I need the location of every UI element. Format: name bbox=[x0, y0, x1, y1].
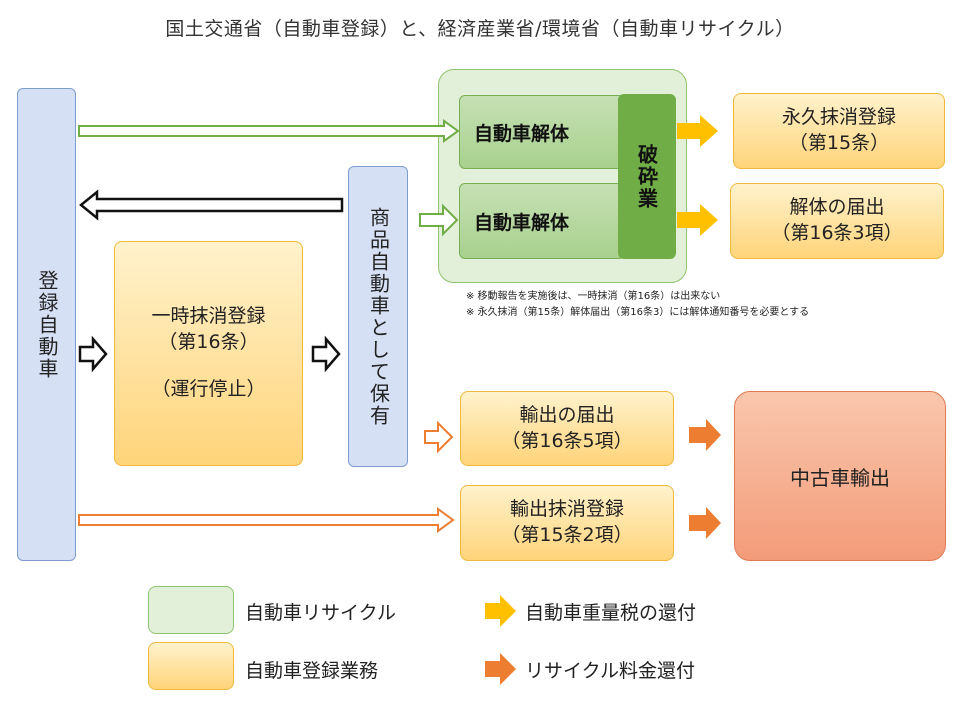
arrow-to-temp-dereg bbox=[78, 335, 108, 373]
recycle-refund-arrow-2 bbox=[689, 507, 721, 539]
legend-orange-arrow bbox=[485, 653, 516, 685]
dismantle-box-2: 自動車解体 bbox=[459, 183, 625, 259]
commodity-vehicle-box: 商品自動車として保有 bbox=[348, 166, 408, 467]
dismantle-notice-line1: 解体の届出 bbox=[789, 196, 885, 219]
export-dereg-box: 輸出抹消登録 （第15条2項） bbox=[460, 485, 674, 561]
temp-dereg-line3: （運行停止） bbox=[151, 378, 266, 401]
diagram-title: 国土交通省（自動車登録）と、経済産業省/環境省（自動車リサイクル） bbox=[165, 18, 795, 40]
perm-dereg-line2: （第15条） bbox=[788, 132, 890, 154]
legend-registration-swatch bbox=[148, 642, 234, 690]
arrow-to-dismantle-2 bbox=[419, 203, 459, 237]
export-notice-line1: 輸出の届出 bbox=[519, 403, 615, 426]
legend-registration-label: 自動車登録業務 bbox=[245, 660, 379, 682]
arrow-to-commodity bbox=[311, 335, 341, 373]
legend-tax-refund-label: 自動車重量税の還付 bbox=[525, 602, 697, 624]
temp-dereg-box: 一時抹消登録 （第16条） （運行停止） bbox=[114, 241, 303, 466]
shredding-label: 破砕業 bbox=[634, 143, 659, 210]
dismantle-box-1: 自動車解体 bbox=[459, 95, 625, 169]
tax-refund-arrow-1 bbox=[677, 115, 718, 147]
dismantle-notice-line2: （第16条3項） bbox=[771, 222, 903, 244]
export-dereg-line1: 輸出抹消登録 bbox=[509, 498, 624, 521]
export-notice-line2: （第16条5項） bbox=[501, 429, 633, 452]
tax-refund-arrow-2 bbox=[677, 204, 718, 236]
legend-recycle-label: 自動車リサイクル bbox=[245, 602, 397, 624]
legend-yellow-arrow bbox=[485, 595, 516, 627]
registered-vehicle-label: 登録自動車 bbox=[35, 269, 59, 380]
dismantle-label-1: 自動車解体 bbox=[474, 122, 570, 145]
perm-dereg-line1: 永久抹消登録 bbox=[781, 106, 896, 129]
temp-dereg-line1: 一時抹消登録 bbox=[151, 305, 266, 328]
legend-recycle-refund-label: リサイクル料金還付 bbox=[525, 660, 696, 682]
shredding-box: 破砕業 bbox=[618, 94, 676, 259]
perm-dereg-box: 永久抹消登録 （第15条） bbox=[733, 93, 945, 169]
export-notice-box: 輸出の届出 （第16条5項） bbox=[460, 391, 674, 466]
export-dereg-line2: （第15条2項） bbox=[501, 524, 633, 546]
arrow-to-export-dereg bbox=[78, 507, 455, 533]
used-car-export-box: 中古車輸出 bbox=[734, 391, 946, 561]
temp-dereg-line2: （第16条） bbox=[158, 330, 259, 353]
legend-recycle-swatch bbox=[148, 586, 234, 634]
used-car-export-label: 中古車輸出 bbox=[790, 465, 890, 490]
arrow-back-to-registered bbox=[79, 189, 344, 221]
recycle-refund-arrow-1 bbox=[689, 419, 721, 451]
arrow-to-export-notice bbox=[424, 420, 454, 454]
note-1: ※ 移動報告を実施後は、一時抹消（第16条）は出来ない bbox=[466, 291, 721, 302]
arrow-to-dismantle-1 bbox=[78, 119, 460, 143]
note-2: ※ 永久抹消（第15条）解体届出（第16条3）には解体通知番号を必要とする bbox=[466, 307, 810, 318]
dismantle-notice-box: 解体の届出 （第16条3項） bbox=[730, 183, 944, 259]
commodity-vehicle-label: 商品自動車として保有 bbox=[366, 206, 391, 427]
registered-vehicle-box: 登録自動車 bbox=[17, 88, 76, 561]
dismantle-label-2: 自動車解体 bbox=[474, 211, 570, 234]
